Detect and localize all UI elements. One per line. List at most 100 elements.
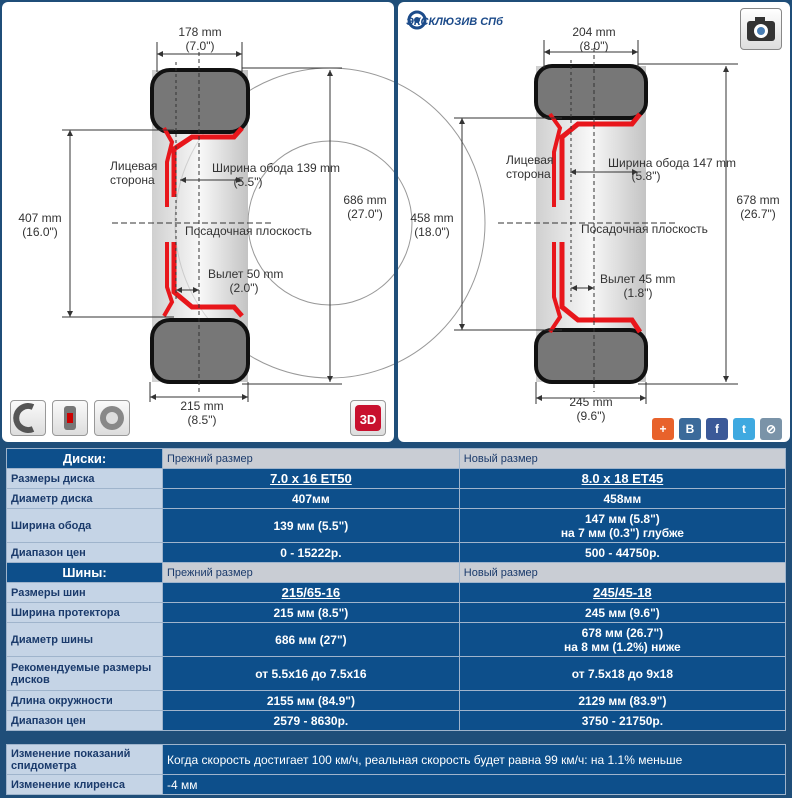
link-share-button[interactable]: ⊘ — [760, 418, 782, 440]
old-value-cell: 2155 мм (84.9") — [162, 690, 460, 711]
face-side-label-2: сторона — [110, 173, 155, 187]
rim-width-label: Ширина обода 147 mm — [608, 156, 736, 170]
old-value-cell: 686 мм (27") — [162, 622, 460, 657]
offset-in-label: (2.0") — [230, 281, 259, 295]
new-value: 500 - 44750р. — [585, 545, 660, 560]
summary-table: Изменение показаний спидометра Когда ско… — [6, 744, 786, 795]
section-width-in-label: (9.6") — [577, 409, 606, 423]
old-size-link[interactable]: 215/65-16 — [281, 585, 341, 600]
vk-share-button[interactable]: B — [679, 418, 701, 440]
rim-diameter-mm-label: 407 mm — [18, 211, 61, 225]
table-row: Изменение показаний спидометра Когда ско… — [6, 744, 786, 775]
outer-diameter-in-label: (27.0") — [347, 207, 383, 221]
table-row: Изменение клиренса -4 мм — [6, 774, 786, 795]
old-size-link[interactable]: 7.0 x 16 ET50 — [270, 471, 352, 486]
offset-in-label: (1.8") — [624, 286, 653, 300]
new-value: 245 мм (9.6") — [584, 605, 660, 620]
section-title: Диски: — [6, 448, 163, 469]
section-width-mm-label: 245 mm — [569, 395, 612, 409]
old-size-header: Прежний размер — [162, 562, 460, 583]
wheel-front-icon — [64, 406, 76, 430]
clearance-change-label: Изменение клиренса — [6, 774, 163, 795]
outer-diameter-mm-label: 678 mm — [736, 193, 779, 207]
row-label: Рекомендуемые размеры дисков — [6, 656, 163, 691]
new-value-cell: 458мм — [458, 488, 787, 509]
rim-width-label: Ширина обода 139 mm — [212, 161, 340, 175]
3d-view-button[interactable]: 3D — [350, 400, 386, 436]
new-value: 3750 - 21750р. — [581, 713, 664, 728]
face-side-label-1: Лицевая — [110, 159, 157, 173]
tire-width-in-label: (7.0") — [186, 39, 215, 53]
twitter-share-button[interactable]: t — [733, 418, 755, 440]
old-value-cell: 215 мм (8.5") — [162, 602, 460, 623]
row-label: Диапазон цен — [6, 542, 163, 563]
tire-bottom-section — [150, 318, 250, 384]
speedometer-change-label: Изменение показаний спидометра — [6, 744, 163, 775]
new-size-cell: 8.0 x 18 ET45 — [458, 468, 787, 489]
add-share-button[interactable]: + — [652, 418, 674, 440]
mount-plane-label: Посадочная плоскость — [581, 222, 708, 236]
old-value-cell: 407мм — [162, 488, 460, 509]
rim-profile — [171, 126, 244, 318]
tire-width-in-label: (8.0") — [580, 39, 609, 53]
tire-width-mm-label: 204 mm — [572, 25, 615, 39]
tire-top-section — [534, 64, 648, 120]
svg-text:3D: 3D — [360, 412, 377, 427]
old-value-cell: 139 мм (5.5") — [162, 508, 460, 543]
facebook-share-button[interactable]: f — [706, 418, 728, 440]
rim-diameter-in-label: (16.0") — [22, 225, 58, 239]
clearance-change-value: -4 мм — [162, 774, 786, 795]
wheel-side-view-button[interactable] — [94, 400, 130, 436]
face-side-label-1: Лицевая — [506, 153, 553, 167]
old-size-cell: 7.0 x 16 ET50 — [162, 468, 460, 489]
new-value: 458мм — [603, 491, 642, 506]
offset-label: Вылет 50 mm — [208, 267, 283, 281]
new-size-header: Новый размер — [458, 448, 787, 469]
new-value-cell: 678 мм (26.7")на 8 мм (1.2%) ниже — [458, 622, 787, 657]
old-value-cell: 2579 - 8630р. — [162, 710, 460, 731]
outer-diameter-in-label: (26.7") — [740, 207, 776, 221]
new-wheel-diagram: 204 mm (8.0") 458 mm (18.0") 678 mm (26.… — [398, 25, 780, 423]
new-size-link[interactable]: 8.0 x 18 ET45 — [581, 471, 664, 486]
row-label: Диапазон цен — [6, 710, 163, 731]
wheel-front-view-button[interactable] — [52, 400, 88, 436]
old-wheel-diagram-panel: 178 mm (7.0") 407 mm (16.0") 686 mm (27.… — [2, 2, 394, 442]
old-size-header: Прежний размер — [162, 448, 460, 469]
screenshot-button[interactable] — [740, 8, 782, 50]
face-side-label-2: сторона — [506, 167, 551, 181]
new-value: 678 мм (26.7") — [581, 625, 664, 640]
row-label: Размеры диска — [6, 468, 163, 489]
old-wheel-diagram: 178 mm (7.0") 407 mm (16.0") 686 mm (27.… — [18, 25, 394, 427]
new-size-link[interactable]: 245/45-18 — [593, 585, 652, 600]
new-size-cell: 245/45-18 — [458, 582, 787, 603]
old-value-cell: от 5.5x16 до 7.5x16 — [162, 656, 460, 691]
new-value-cell: от 7.5x18 до 9x18 — [458, 656, 787, 691]
rim-width-in-label: (5.8") — [632, 169, 661, 183]
new-wheel-diagram-panel: ЭКСКЛЮЗИВ СПб 204 mm (8.0") 458 mm (18.0… — [398, 2, 790, 442]
new-value: 2129 мм (83.9") — [578, 693, 667, 708]
row-label: Диаметр диска — [6, 488, 163, 509]
tire-width-mm-label: 178 mm — [178, 25, 221, 39]
table-row: Размеры диска 7.0 x 16 ET50 8.0 x 18 ET45 — [6, 468, 787, 489]
wheel-profile-view-button[interactable] — [10, 400, 46, 436]
new-value: от 7.5x18 до 9x18 — [571, 666, 674, 681]
row-label: Диаметр шины — [6, 622, 163, 657]
mount-plane-label: Посадочная плоскость — [185, 224, 312, 238]
rim-diameter-mm-label: 458 mm — [410, 211, 453, 225]
new-size-header: Новый размер — [458, 562, 787, 583]
old-value-cell: 0 - 15222р. — [162, 542, 460, 563]
section-title: Шины: — [6, 562, 163, 583]
new-value-cell: 2129 мм (83.9") — [458, 690, 787, 711]
new-value-diff: на 8 мм (1.2%) ниже — [564, 639, 681, 654]
rim-diameter-in-label: (18.0") — [414, 225, 450, 239]
